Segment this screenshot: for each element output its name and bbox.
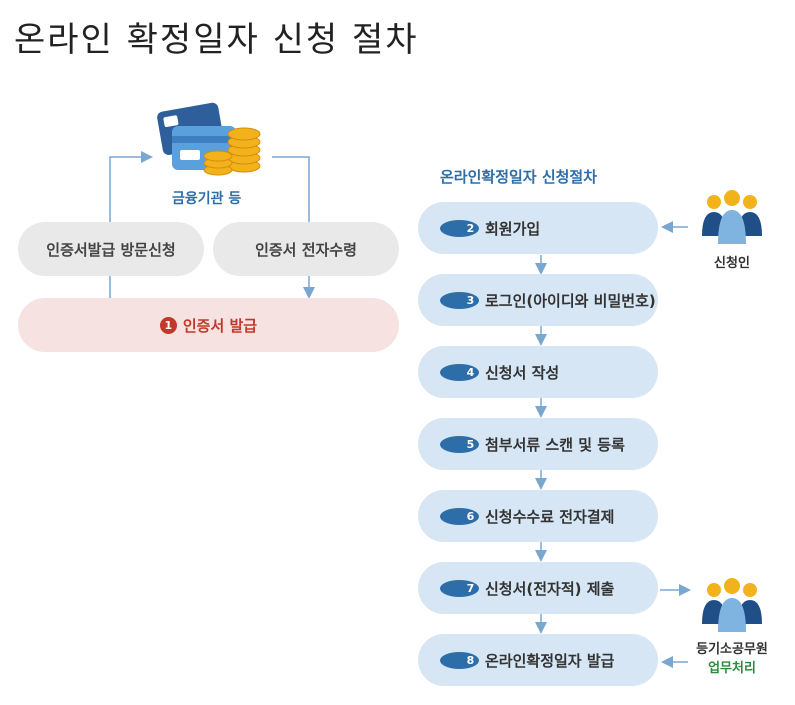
step-7: 7 신청서(전자적) 제출	[418, 562, 658, 614]
step-label: 회원가입	[485, 219, 541, 238]
issue-label: 인증서 발급	[182, 316, 258, 335]
person-group-icon	[700, 188, 764, 250]
applicant-label: 신청인	[714, 256, 750, 271]
step-label: 신청서(전자적) 제출	[485, 579, 615, 598]
step-2: 2 회원가입	[418, 202, 658, 254]
step-label: 신청서 작성	[485, 363, 560, 382]
officer-sub-label: 업무처리	[708, 661, 756, 676]
issue-pill: 1 인증서 발급	[18, 298, 399, 352]
step-8: 8 온라인확정일자 발급	[418, 634, 658, 686]
page-title: 온라인 확정일자 신청 절차	[14, 20, 419, 60]
step-4: 4 신청서 작성	[418, 346, 658, 398]
card-coins-icon	[156, 96, 264, 182]
step-number: 1	[159, 316, 177, 334]
step-label: 온라인확정일자 발급	[485, 651, 615, 670]
step-3: 3 로그인(아이디와 비밀번호)	[418, 274, 658, 326]
step-number: 2	[440, 219, 479, 237]
step-number: 6	[440, 507, 479, 525]
procedure-heading: 온라인확정일자 신청절차	[440, 168, 598, 186]
step-label: 첨부서류 스캔 및 등록	[485, 435, 625, 454]
step-6: 6 신청수수료 전자결제	[418, 490, 658, 542]
step-5: 5 첨부서류 스캔 및 등록	[418, 418, 658, 470]
step-number: 5	[440, 435, 479, 453]
receive-pill: 인증서 전자수령	[213, 222, 399, 276]
visit-request-pill: 인증서발급 방문신청	[18, 222, 204, 276]
step-number: 7	[440, 579, 479, 597]
step-number: 4	[440, 363, 479, 381]
officer-label: 등기소공무원	[696, 642, 768, 657]
institution-label: 금융기관 등	[172, 191, 242, 207]
person-group-icon	[700, 576, 764, 638]
step-number: 8	[440, 651, 479, 669]
step-number: 3	[440, 291, 479, 309]
step-label: 신청수수료 전자결제	[485, 507, 615, 526]
step-label: 로그인(아이디와 비밀번호)	[485, 291, 656, 310]
